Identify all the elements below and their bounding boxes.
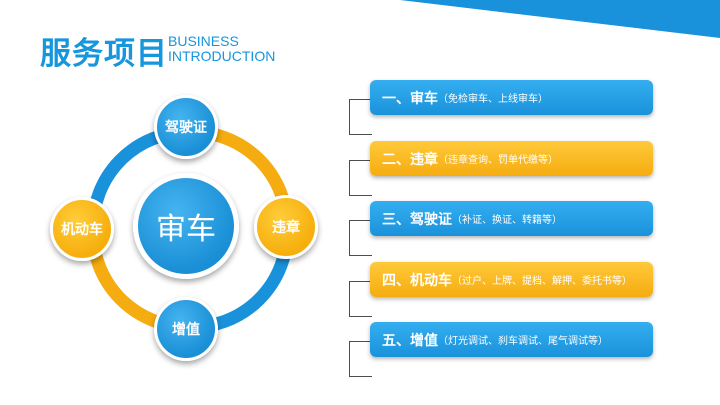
center-node-label: 审车: [156, 212, 216, 247]
service-item-1-title: 一、审车: [382, 90, 438, 107]
bracket-1: [349, 99, 372, 135]
center-node: 审车: [133, 173, 239, 279]
service-item-1: 一、审车（免检审车、上线审车）: [370, 80, 653, 115]
service-item-4-title: 四、机动车: [382, 272, 452, 289]
bracket-2: [349, 160, 372, 196]
service-item-2-detail: （违章查询、罚单代缴等）: [438, 155, 558, 166]
service-item-4: 四、机动车（过户、上牌、提档、解押、委托书等）: [370, 262, 653, 297]
node-top-label: 驾驶证: [165, 120, 207, 136]
node-left-label: 机动车: [61, 222, 103, 238]
service-item-2-title: 二、违章: [382, 151, 438, 168]
node-top: 驾驶证: [154, 95, 218, 159]
bracket-4: [349, 281, 372, 317]
node-left: 机动车: [50, 197, 114, 261]
service-item-3: 三、驾驶证（补证、换证、转籍等）: [370, 201, 653, 236]
subtitle-line-2: INTRODUCTION: [168, 48, 276, 64]
service-item-5-title: 五、增值: [382, 332, 438, 349]
subtitle-line-1: BUSINESS: [168, 33, 239, 49]
page-title: 服务项目: [40, 36, 168, 72]
service-item-1-detail: （免检审车、上线审车）: [438, 94, 548, 105]
service-item-2: 二、违章（违章查询、罚单代缴等）: [370, 141, 653, 176]
bracket-5: [349, 341, 372, 377]
page-subtitle: BUSINESS INTRODUCTION: [168, 34, 275, 64]
corner-stripe: [400, 0, 720, 38]
node-right: 违章: [254, 195, 318, 259]
service-item-4-detail: （过户、上牌、提档、解押、委托书等）: [452, 276, 632, 287]
node-bottom: 增值: [154, 297, 218, 361]
node-bottom-label: 增值: [172, 322, 200, 338]
bracket-3: [349, 220, 372, 256]
service-item-5-detail: （灯光调试、刹车调试、尾气调试等）: [438, 336, 608, 347]
service-item-3-detail: （补证、换证、转籍等）: [452, 215, 562, 226]
service-item-3-title: 三、驾驶证: [382, 211, 452, 228]
service-item-5: 五、增值（灯光调试、刹车调试、尾气调试等）: [370, 322, 653, 357]
node-right-label: 违章: [272, 220, 300, 236]
